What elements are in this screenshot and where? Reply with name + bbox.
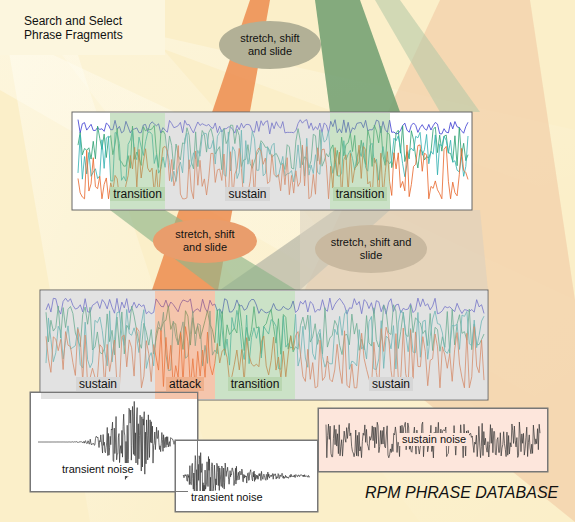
- callout-ellipse: stretch, shift and slide: [314, 224, 428, 274]
- noise-panel: transient noise: [175, 440, 318, 512]
- segment-band: sustain: [295, 291, 487, 399]
- node-label: stretch, shift and slide: [328, 236, 414, 262]
- node-label: transient noise: [59, 463, 137, 476]
- database-title: RPM PHRASE DATABASE: [365, 484, 558, 502]
- segment-band: sustain: [165, 113, 330, 209]
- callout-ellipse: stretch, shift and slide: [152, 218, 258, 264]
- node-label: transition: [228, 377, 283, 391]
- segment-band: transition: [330, 113, 390, 209]
- noise-panel: sustain noise: [318, 408, 548, 472]
- node-label: stretch, shift and slide: [232, 32, 308, 58]
- title-box: Search and Select Phrase Fragments: [0, 0, 165, 55]
- plot-frame: [72, 112, 472, 210]
- node-label: sustain: [225, 187, 269, 201]
- node-label: transient noise: [188, 491, 266, 504]
- beams: [110, 0, 575, 522]
- plot-panels: [40, 112, 488, 400]
- segment-band: transition: [110, 113, 165, 209]
- waveform-frame: [318, 408, 548, 472]
- node-label: sustain noise: [399, 433, 469, 446]
- segment-band: sustain: [41, 291, 155, 399]
- node-label: transition: [110, 187, 165, 201]
- node-label: transition: [333, 187, 388, 201]
- node-label: sustain: [76, 377, 120, 391]
- segment-band: attack: [155, 291, 215, 399]
- waveform-frame: [30, 392, 198, 492]
- heading-text: Search and Select Phrase Fragments: [24, 14, 155, 43]
- callout-ellipse: stretch, shift and slide: [218, 20, 322, 70]
- waveform: [38, 401, 190, 479]
- segment-band: transition: [215, 291, 295, 399]
- plot-frame: [40, 290, 488, 400]
- node-label: attack: [166, 377, 204, 391]
- waveform: [326, 422, 540, 458]
- node-label: sustain: [369, 377, 413, 391]
- node-label: stretch, shift and slide: [166, 228, 244, 254]
- noise-panel: transient noise: [30, 392, 198, 492]
- waveform-frame: [175, 440, 318, 512]
